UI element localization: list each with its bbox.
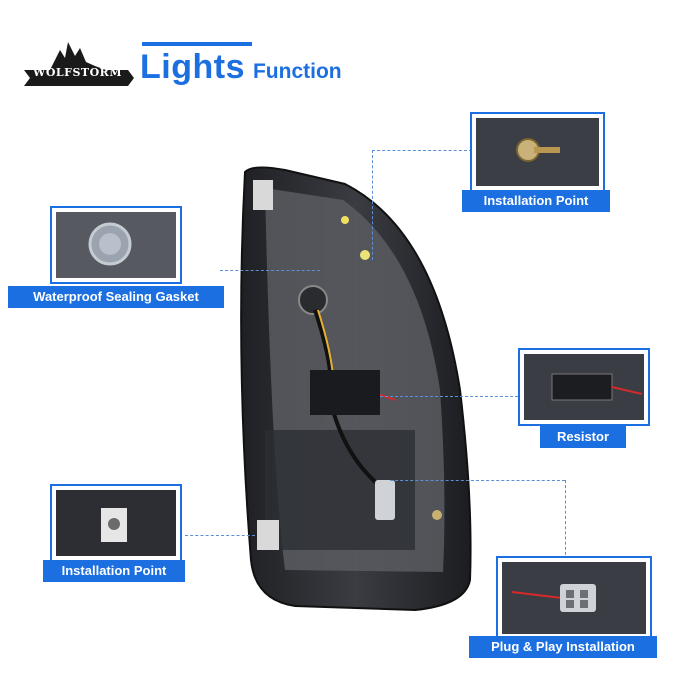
resistor-icon — [524, 354, 644, 420]
leader-line — [380, 396, 518, 397]
leader-line — [372, 150, 472, 151]
title-sub: Function — [252, 60, 342, 83]
tail-light-image — [225, 160, 475, 620]
label-waterproof-sealing-gasket: Waterproof Sealing Gasket — [8, 286, 224, 308]
leader-line — [372, 150, 373, 260]
bolt-icon — [476, 118, 599, 186]
wolfstorm-logo: WOLFSTORM — [20, 40, 135, 92]
plug-icon — [502, 562, 646, 634]
leader-line — [390, 480, 565, 481]
label-plug-and-play-installation: Plug & Play Installation — [469, 636, 657, 658]
resistor-thumbnail — [518, 348, 650, 426]
label-installation-point-bottom: Installation Point — [43, 560, 185, 582]
wolf-icon — [24, 42, 134, 86]
plug-thumbnail — [496, 556, 652, 640]
label-resistor: Resistor — [540, 426, 626, 448]
title-underline — [142, 42, 252, 46]
leader-line — [220, 270, 320, 271]
label-installation-point-top: Installation Point — [462, 190, 610, 212]
gasket-icon — [56, 212, 176, 278]
brand-name: WOLFSTORM — [32, 66, 122, 79]
installation-point-bottom-thumbnail — [50, 484, 182, 562]
page-title: Lights Function — [140, 48, 342, 87]
clip-icon — [56, 490, 176, 556]
gasket-thumbnail — [50, 206, 182, 284]
leader-line — [565, 480, 566, 560]
title-main: Lights — [140, 48, 245, 86]
leader-line — [185, 535, 255, 536]
installation-point-thumbnail — [470, 112, 605, 192]
